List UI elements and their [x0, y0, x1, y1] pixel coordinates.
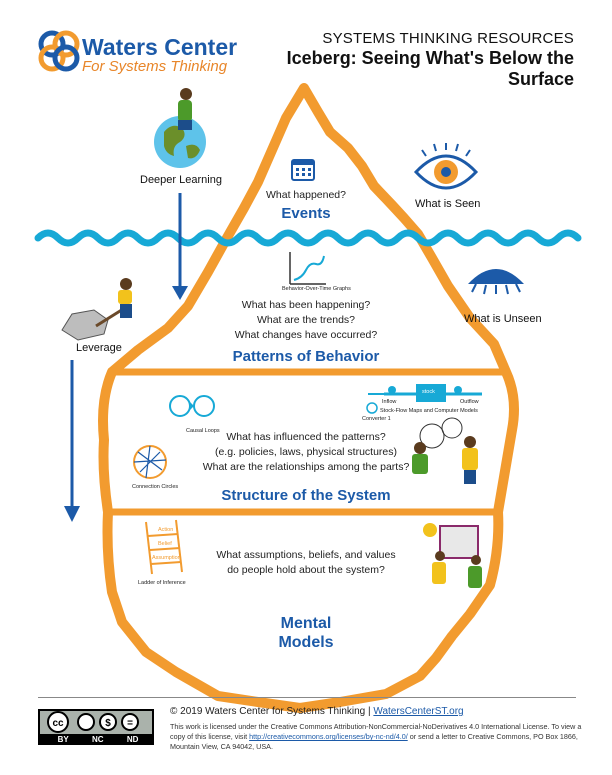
- water-wave: [34, 229, 582, 247]
- cc-label-row: BY NC ND: [46, 735, 150, 744]
- waters-center-logo-icon: [38, 30, 80, 72]
- mental-models-title: Mental Models: [236, 614, 376, 652]
- svg-text:=: =: [127, 718, 133, 729]
- copyright-text: © 2019 Waters Center for Systems Thinkin…: [170, 706, 374, 717]
- iceberg-outline: [98, 83, 519, 713]
- structure-question-3: What are the relationships among the par…: [202, 461, 410, 473]
- what-is-seen-label: What is Seen: [415, 198, 481, 210]
- logo-name: Waters Center: [82, 34, 238, 60]
- leverage-arrow: [64, 360, 80, 522]
- structure-question-1: What has influenced the patterns?: [226, 431, 386, 443]
- license-link[interactable]: http://creativecommons.org/licenses/by-n…: [249, 732, 408, 741]
- patterns-question-3: What changes have occurred?: [234, 329, 378, 341]
- copyright-line: © 2019 Waters Center for Systems Thinkin…: [170, 706, 464, 717]
- calendar-icon: [291, 159, 315, 181]
- logo-tagline: For Systems Thinking: [82, 58, 228, 75]
- behavior-over-time-graph-icon: [289, 252, 326, 285]
- cc-label-nc: NC: [92, 735, 104, 744]
- eye-closed-icon: [468, 269, 524, 295]
- svg-text:$: $: [105, 718, 111, 729]
- globe-person-icon: [154, 88, 206, 168]
- events-title: Events: [281, 205, 331, 222]
- structure-question-2: (e.g. policies, laws, physical structure…: [214, 446, 398, 458]
- cc-label-nd: ND: [126, 735, 139, 744]
- creative-commons-badge: cc $ =: [38, 709, 154, 745]
- deeper-learning-label: Deeper Learning: [140, 174, 222, 186]
- stock-label: stock: [422, 389, 435, 395]
- inflow-label: Inflow: [382, 399, 397, 405]
- events-question: What happened?: [266, 189, 346, 201]
- what-is-unseen-label: What is Unseen: [464, 313, 542, 325]
- mental-title-line-1: Mental: [280, 615, 332, 632]
- resources-label: SYSTEMS THINKING RESOURCES: [322, 30, 574, 47]
- mental-question-2: do people hold about the system?: [227, 564, 385, 576]
- cc-label-by: BY: [57, 735, 69, 744]
- license-text-b: or send a letter to Creative Commons, PO…: [170, 732, 578, 751]
- mental-question-1: What assumptions, beliefs, and values: [216, 549, 396, 561]
- page-title: Iceberg: Seeing What's Below the Surface: [286, 48, 574, 89]
- stock-flow-map-icon: [366, 384, 482, 414]
- outflow-label: Outflow: [460, 399, 479, 405]
- ladder-action-label: Action: [158, 527, 174, 533]
- svg-text:cc: cc: [52, 718, 64, 729]
- causal-loops-icon: [169, 395, 215, 417]
- people-discussing-icon: [412, 417, 478, 484]
- causal-loops-label: Causal Loops: [186, 428, 220, 434]
- license-text-a: This work is licensed under the Creative…: [170, 722, 582, 741]
- ladder-assumption-label: Assumption: [152, 555, 181, 561]
- patterns-question-1: What has been happening?: [241, 299, 371, 311]
- site-link[interactable]: WatersCenterST.org: [373, 706, 464, 717]
- connection-circles-label: Connection Circles: [132, 484, 179, 490]
- people-window-icon: [423, 523, 482, 588]
- ladder-of-inference-icon: [145, 519, 183, 575]
- patterns-title: Patterns of Behavior: [232, 348, 380, 365]
- structure-title: Structure of the System: [221, 487, 391, 504]
- mental-title-line-2: Models: [278, 634, 334, 651]
- eye-open-icon: [413, 143, 479, 190]
- stock-flow-label: Stock-Flow Maps and Computer Models: [380, 408, 478, 414]
- license-text: This work is licensed under the Creative…: [170, 722, 590, 752]
- ladder-belief-label: Belief: [158, 541, 172, 547]
- rock-lever-icon: [61, 278, 132, 341]
- footer-divider: [38, 697, 576, 698]
- ladder-of-inference-label: Ladder of Inference: [138, 580, 186, 586]
- leverage-label: Leverage: [76, 342, 122, 354]
- deeper-learning-arrow: [172, 193, 188, 300]
- patterns-question-2: What are the trends?: [256, 314, 356, 326]
- connection-circles-icon: [133, 445, 167, 479]
- converter-label: Converter 1: [362, 416, 391, 422]
- bot-graph-label: Behavior-Over-Time Graphs: [282, 286, 351, 292]
